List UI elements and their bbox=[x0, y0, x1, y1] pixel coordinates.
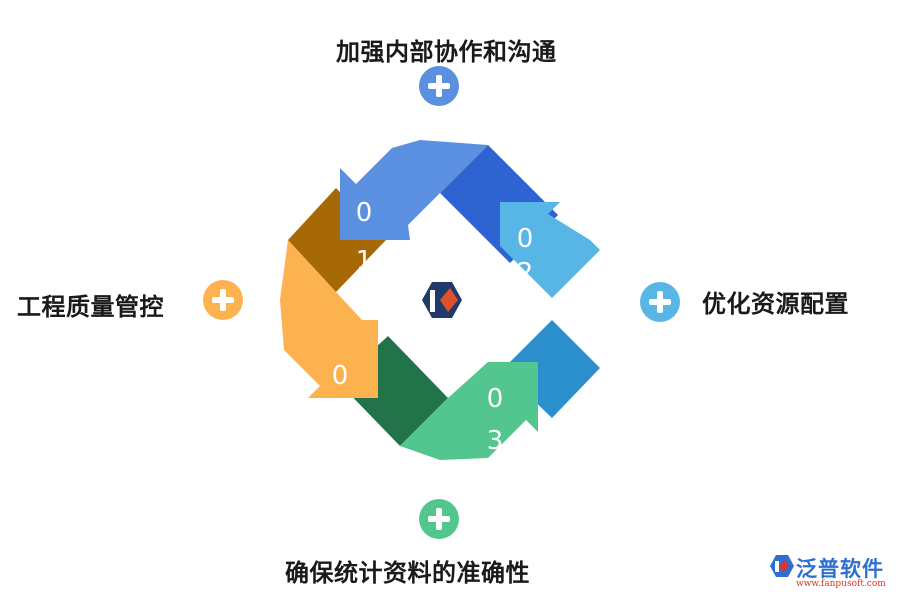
item-label-right: 优化资源配置 bbox=[702, 290, 849, 318]
item-label-left: 工程质量管控 bbox=[17, 293, 164, 321]
arrow-segment-02 bbox=[500, 202, 600, 298]
segment-01-digit-2: 1 bbox=[356, 246, 373, 276]
brand-logo-icon bbox=[770, 555, 794, 577]
segment-03-digit-1: 0 bbox=[487, 384, 504, 414]
brand-name: 泛普软件 bbox=[796, 557, 884, 581]
segment-01-digit-1: 0 bbox=[356, 198, 373, 228]
segment-02-digit-1: 0 bbox=[517, 224, 534, 254]
arrow-segment-04 bbox=[280, 240, 378, 398]
plus-icon-right[interactable] bbox=[640, 282, 680, 322]
segment-04-digit-2: 4 bbox=[332, 399, 349, 429]
plus-icon-bottom[interactable] bbox=[419, 499, 459, 539]
segment-04-digit-1: 0 bbox=[332, 361, 349, 391]
brand-url: www.fanpusoft.com bbox=[796, 579, 886, 589]
plus-icon-top[interactable] bbox=[419, 66, 459, 106]
item-label-bottom: 确保统计资料的准确性 bbox=[285, 559, 530, 587]
segment-03-digit-2: 3 bbox=[487, 426, 504, 456]
arrow-tail-left bbox=[288, 188, 386, 292]
arrow-segment-03 bbox=[400, 362, 538, 460]
arrow-segment-01 bbox=[340, 140, 488, 240]
hexagon-logo-icon bbox=[422, 282, 462, 318]
segment-02-digit-2: 2 bbox=[517, 258, 534, 288]
plus-icon-left[interactable] bbox=[203, 280, 243, 320]
item-label-top: 加强内部协作和沟通 bbox=[336, 38, 557, 66]
